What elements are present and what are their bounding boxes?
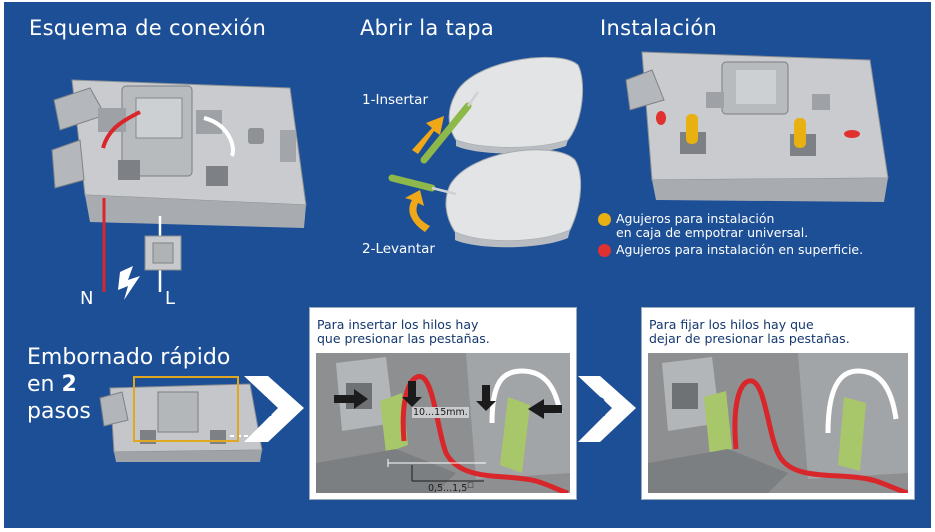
quick-wiring-line2: en 2 <box>27 372 77 397</box>
legend-dot-surface <box>598 244 611 257</box>
heading-installation: Instalación <box>600 16 718 40</box>
light-switch-symbol <box>144 235 182 271</box>
step1-red-wire <box>400 374 569 493</box>
legend-flush-line1: Agujeros para instalación <box>616 211 775 226</box>
quick-wiring-en: en <box>27 372 55 397</box>
zoom-frame <box>133 376 239 442</box>
cover-bottom <box>445 149 582 248</box>
press-arrow-right <box>528 399 562 419</box>
step2-number: 2 <box>589 393 608 423</box>
legend-flush-line2: en caja de empotrar universal. <box>616 225 809 240</box>
screwdriver-lift <box>388 174 457 196</box>
press-arrow-center-left <box>402 381 422 407</box>
white-wire-device <box>203 116 235 157</box>
installation-base <box>625 51 889 202</box>
heading-connection-scheme: Esquema de conexión <box>29 16 267 40</box>
flush-box-hole-right <box>794 118 806 148</box>
surface-hole-left <box>656 111 666 125</box>
quick-wiring-line1: Embornado rápido <box>27 345 231 370</box>
step2-white-wire <box>825 368 899 434</box>
lift-arrow <box>405 190 430 232</box>
switch-base-device <box>51 79 307 228</box>
strip-length-label: 10...15mm. <box>412 407 469 418</box>
step2-panel: Para fijar los hilos hay que dejar de pr… <box>641 307 915 500</box>
step2-caption-line2: dejar de presionar las pestañas. <box>649 331 850 346</box>
step1-caption-line1: Para insertar los hilos hay <box>317 317 479 332</box>
step2-closeup <box>648 353 908 493</box>
neutral-label: N <box>80 288 94 309</box>
press-arrow-center-right <box>476 385 496 411</box>
wire-section-value: 0,5...1,5 <box>428 483 468 493</box>
step1-closeup: 10...15mm. 0,5...1,5□ <box>316 353 570 493</box>
quick-wiring-number: 2 <box>61 372 77 397</box>
heading-open-cover: Abrir la tapa <box>360 16 495 40</box>
insert-step-label: 1-Insertar <box>362 92 429 108</box>
step1-white-wire <box>489 368 563 424</box>
legend-surface-line1: Agujeros para instalación en superficie. <box>616 242 864 257</box>
step1-number: 1 <box>255 393 274 423</box>
screwdriver-insert <box>420 91 480 164</box>
wire-section-label: 0,5...1,5□ <box>428 481 474 493</box>
lightning-icon <box>118 266 140 300</box>
press-arrow-left <box>334 389 368 409</box>
line-label: L <box>165 288 176 309</box>
step1-panel: Para insertar los hilos hay que presiona… <box>309 307 577 500</box>
insert-arrow <box>412 116 444 154</box>
step2-red-wire <box>732 378 908 493</box>
lift-step-label: 2-Levantar <box>362 241 435 257</box>
flush-box-hole-left <box>686 114 698 144</box>
step2-caption-line1: Para fijar los hilos hay que <box>649 317 814 332</box>
square-mm-symbol: □ <box>467 481 474 489</box>
legend-dot-flush <box>598 213 611 226</box>
quick-wiring-line3: pasos <box>27 399 91 424</box>
red-wire-device <box>101 110 141 149</box>
step1-closeup-drawing <box>316 353 570 493</box>
surface-hole-right <box>844 130 860 138</box>
step1-caption-line2: que presionar las pestañas. <box>317 331 490 346</box>
step2-closeup-drawing <box>648 353 908 493</box>
